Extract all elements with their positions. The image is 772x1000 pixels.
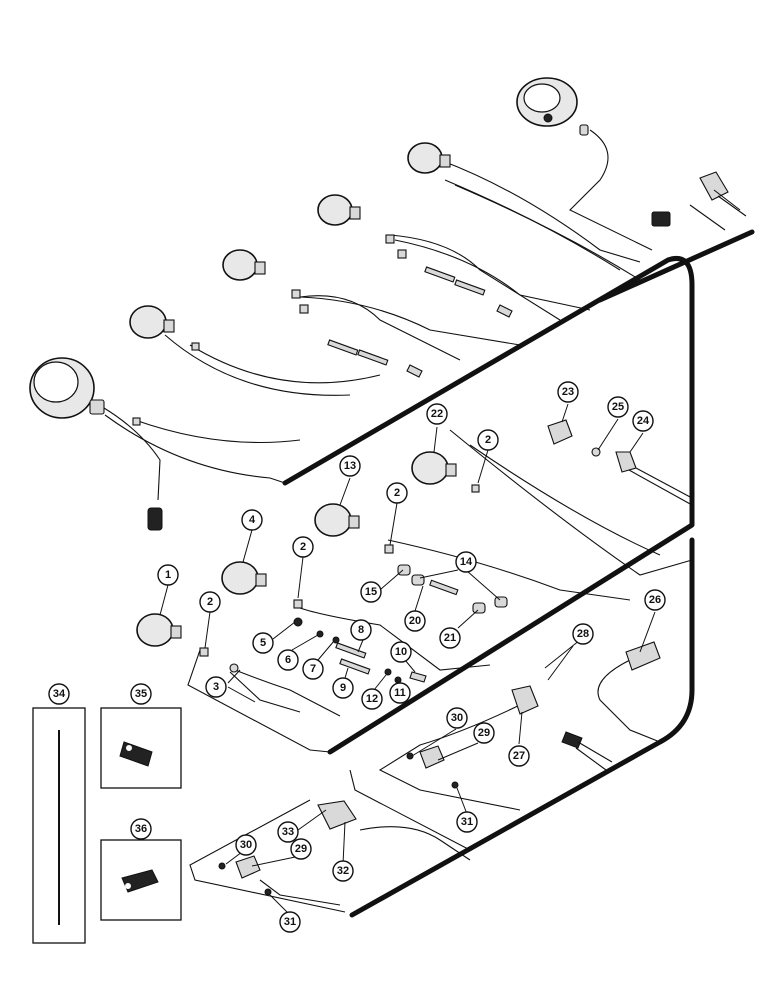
callout-8: 8 — [350, 619, 372, 641]
gauge-icon — [317, 194, 361, 226]
svg-text:27: 27 — [513, 750, 525, 762]
callout-29: 29 — [290, 838, 312, 860]
svg-text:9: 9 — [340, 682, 346, 694]
callout-24: 24 — [632, 410, 654, 432]
callout-30: 30 — [446, 707, 468, 729]
svg-text:2: 2 — [300, 541, 306, 553]
leader-lines — [159, 403, 656, 916]
callout-33: 33 — [277, 821, 299, 843]
callouts: 1 2 2 2 2 3 4 5 6 7 8 9 10 11 12 13 14 1… — [48, 381, 666, 933]
svg-text:29: 29 — [478, 727, 490, 739]
callout-2: 2 — [292, 536, 314, 558]
gauge-icon — [129, 305, 175, 339]
callout-27: 27 — [508, 745, 530, 767]
svg-text:3: 3 — [213, 681, 219, 693]
callout-13: 13 — [339, 455, 361, 477]
lower-harness-trunk — [349, 537, 695, 918]
callout-28: 28 — [572, 623, 594, 645]
callout-22: 22 — [426, 403, 448, 425]
callout-5: 5 — [252, 632, 274, 654]
callout-9: 9 — [332, 677, 354, 699]
upper-harness-trunk — [282, 256, 695, 755]
gauge-13-icon — [314, 503, 360, 537]
svg-text:31: 31 — [461, 816, 473, 828]
svg-text:22: 22 — [431, 408, 443, 420]
svg-text:1: 1 — [165, 569, 171, 581]
svg-text:15: 15 — [365, 586, 377, 598]
callout-23: 23 — [557, 381, 579, 403]
svg-text:21: 21 — [444, 632, 456, 644]
main-harness — [282, 229, 755, 918]
callout-20: 20 — [404, 610, 426, 632]
callout-10: 10 — [390, 641, 412, 663]
svg-text:24: 24 — [637, 415, 650, 427]
svg-text:5: 5 — [260, 637, 266, 649]
callout-21: 21 — [439, 627, 461, 649]
upper-harness-branch — [597, 229, 755, 303]
svg-text:8: 8 — [358, 624, 364, 636]
callout-1: 1 — [157, 564, 179, 586]
gauges — [29, 77, 578, 647]
callout-12: 12 — [361, 688, 383, 710]
wires — [104, 129, 726, 913]
callout-7: 7 — [302, 658, 324, 680]
svg-text:12: 12 — [366, 693, 378, 705]
gauge-icon — [222, 249, 266, 281]
callout-31: 31 — [456, 811, 478, 833]
gauge-icon — [407, 142, 451, 174]
svg-text:30: 30 — [240, 839, 252, 851]
svg-text:26: 26 — [649, 594, 661, 606]
callout-31: 31 — [279, 911, 301, 933]
callout-32: 32 — [332, 860, 354, 882]
svg-text:11: 11 — [394, 687, 406, 699]
svg-text:4: 4 — [249, 514, 256, 526]
callout-11: 11 — [389, 682, 411, 704]
svg-text:36: 36 — [135, 823, 147, 835]
svg-text:31: 31 — [284, 916, 296, 928]
svg-text:6: 6 — [285, 654, 291, 666]
svg-text:7: 7 — [310, 663, 316, 675]
callout-2: 2 — [477, 429, 499, 451]
callout-15: 15 — [360, 581, 382, 603]
tachometer-gauge-icon — [516, 77, 578, 127]
gauge-4-icon — [221, 561, 267, 595]
callout-30: 30 — [235, 834, 257, 856]
callout-3: 3 — [205, 676, 227, 698]
svg-text:10: 10 — [395, 646, 407, 658]
large-gauge-icon — [29, 357, 163, 531]
svg-text:20: 20 — [409, 615, 421, 627]
svg-text:14: 14 — [460, 556, 473, 568]
svg-text:2: 2 — [207, 596, 213, 608]
callout-4: 4 — [241, 509, 263, 531]
small-parts — [132, 124, 747, 896]
callout-6: 6 — [277, 649, 299, 671]
callout-29: 29 — [473, 722, 495, 744]
svg-text:23: 23 — [562, 386, 574, 398]
svg-text:32: 32 — [337, 865, 349, 877]
callout-2: 2 — [386, 482, 408, 504]
svg-text:35: 35 — [135, 688, 147, 700]
svg-text:2: 2 — [394, 487, 400, 499]
callout-2: 2 — [199, 591, 221, 613]
svg-text:33: 33 — [282, 826, 294, 838]
svg-text:2: 2 — [485, 434, 491, 446]
callout-25: 25 — [607, 396, 629, 418]
callout-14: 14 — [455, 551, 477, 573]
reference-boxes — [32, 707, 182, 944]
gauge-22-icon — [411, 451, 457, 485]
callout-36: 36 — [130, 818, 152, 840]
svg-text:34: 34 — [53, 688, 66, 700]
callout-35: 35 — [130, 683, 152, 705]
svg-text:29: 29 — [295, 843, 307, 855]
svg-text:28: 28 — [577, 628, 589, 640]
callout-26: 26 — [644, 589, 666, 611]
callout-34: 34 — [48, 683, 70, 705]
gauge-1-icon — [136, 613, 182, 647]
svg-text:13: 13 — [344, 460, 356, 472]
svg-text:30: 30 — [451, 712, 463, 724]
svg-text:25: 25 — [612, 401, 624, 413]
